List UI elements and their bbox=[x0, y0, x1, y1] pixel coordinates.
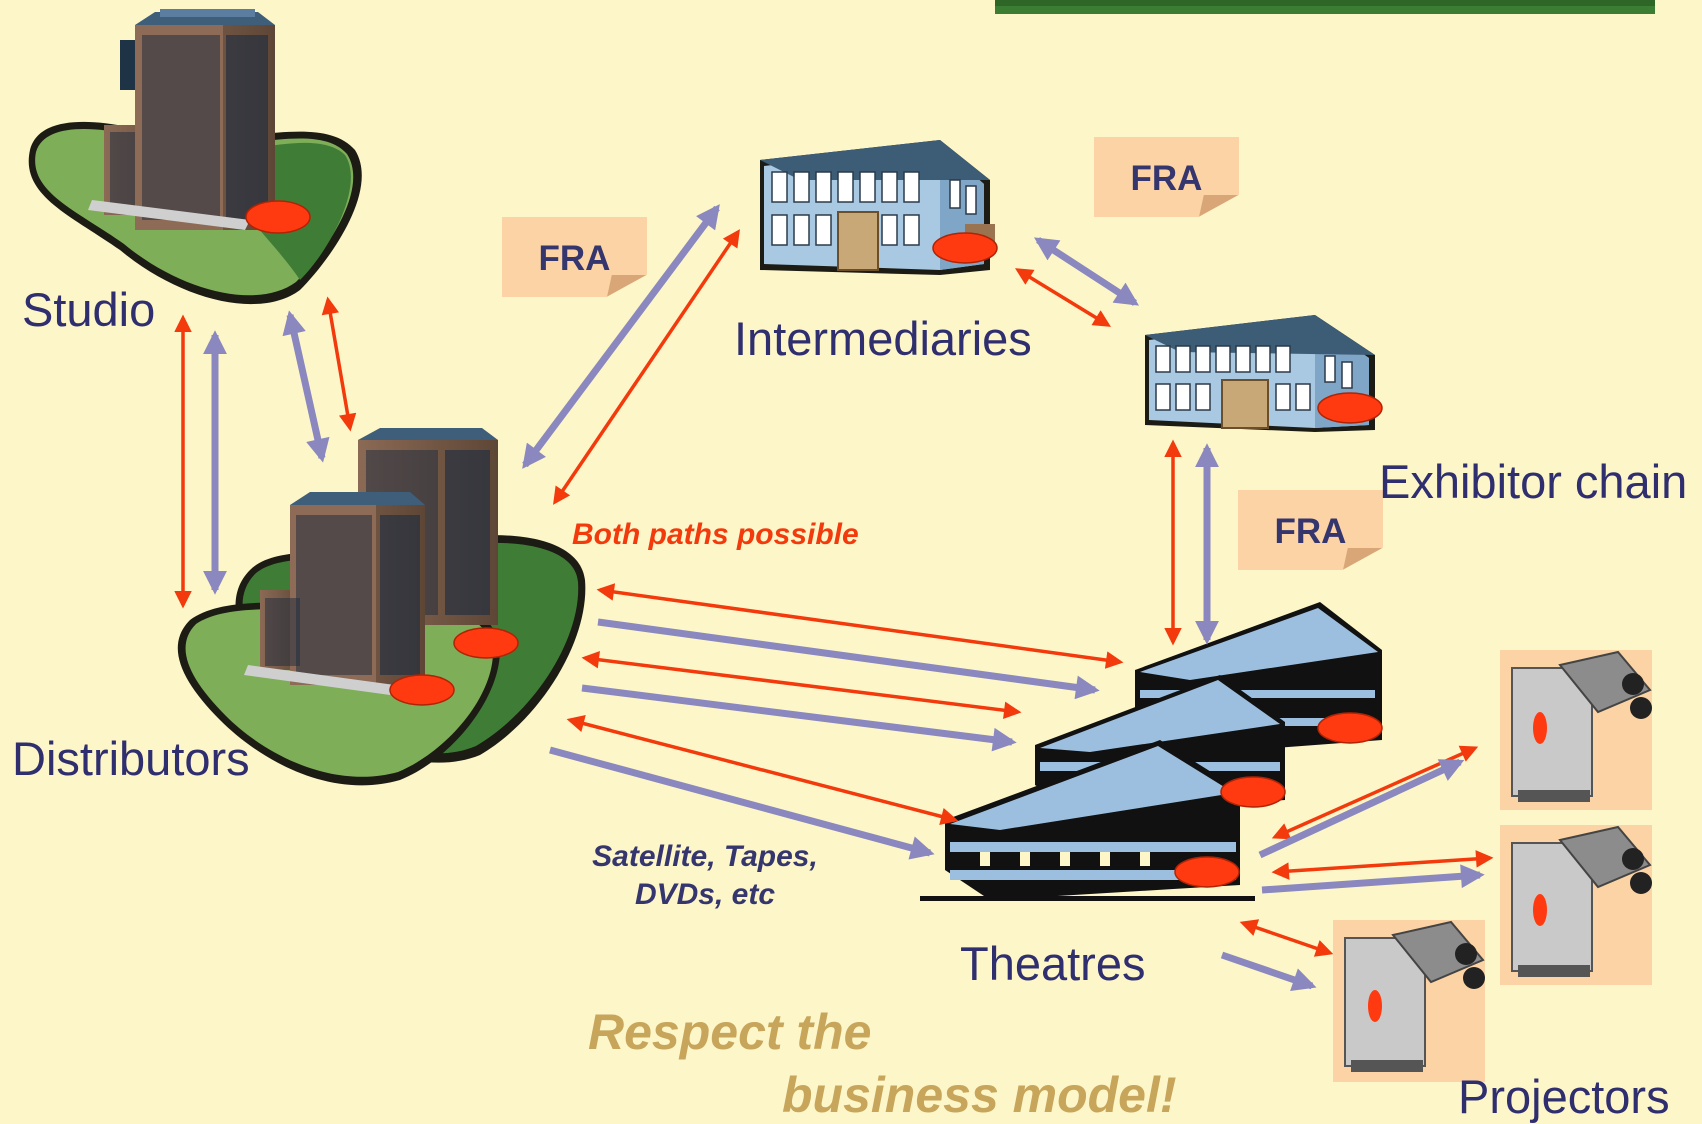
fra-label: FRA bbox=[1274, 512, 1347, 551]
studio-label: Studio bbox=[22, 283, 156, 336]
projector-icon-2 bbox=[1500, 825, 1652, 985]
exhibitor-chain-building-icon bbox=[1145, 315, 1383, 432]
distributors-building-icon bbox=[177, 428, 586, 786]
projector-icon-3 bbox=[1333, 920, 1485, 1082]
respect-caption-line-1: Respect the bbox=[588, 1004, 872, 1060]
projector-icon-1 bbox=[1500, 650, 1652, 810]
theatres-building-icon bbox=[920, 602, 1383, 901]
intermediaries-label: Intermediaries bbox=[734, 312, 1032, 365]
theatres-label: Theatres bbox=[960, 937, 1146, 990]
distributors-label: Distributors bbox=[12, 732, 250, 785]
fra-label: FRA bbox=[1130, 159, 1203, 198]
blue-arrows bbox=[203, 204, 1485, 992]
fra-label: FRA bbox=[538, 239, 611, 278]
fra-note-1: FRA bbox=[502, 217, 647, 297]
intermediaries-building-icon bbox=[760, 140, 998, 275]
both-paths-caption: Both paths possible bbox=[572, 518, 859, 551]
top-banner-strip bbox=[995, 0, 1655, 14]
fra-note-2: FRA bbox=[1094, 137, 1239, 217]
respect-caption-line-2: business model! bbox=[782, 1067, 1177, 1123]
exhibitor-chain-label: Exhibitor chain bbox=[1379, 455, 1688, 508]
fra-note-3: FRA bbox=[1238, 490, 1383, 570]
projectors-label: Projectors bbox=[1458, 1070, 1670, 1123]
transport-caption: Satellite, Tapes, DVDs, etc bbox=[560, 838, 850, 914]
transport-caption-line-2: DVDs, etc bbox=[634, 878, 776, 911]
transport-caption-line-1: Satellite, Tapes, bbox=[592, 840, 818, 873]
studio-building-icon bbox=[28, 9, 362, 305]
